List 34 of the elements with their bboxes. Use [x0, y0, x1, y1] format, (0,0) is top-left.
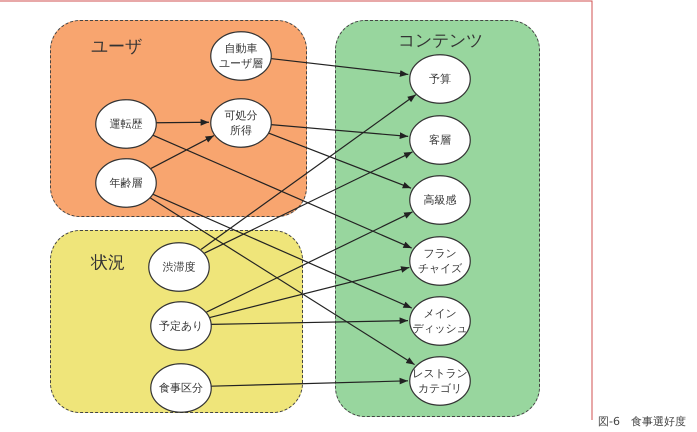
- arrow: [270, 58, 408, 77]
- arrow: [152, 193, 412, 309]
- ellipse-node: 予定あり: [150, 301, 212, 351]
- ellipse-node: メインディッシュ: [409, 296, 471, 346]
- arrow: [150, 135, 214, 169]
- arrow: [210, 317, 408, 325]
- group-title: 状況: [91, 252, 125, 274]
- ellipse-node: 可処分所得: [210, 98, 272, 148]
- group-title: ユーザ: [91, 36, 142, 58]
- ellipse-node: 自動車ユーザ層: [210, 31, 272, 81]
- arrow: [200, 94, 416, 250]
- group-panel: [335, 20, 540, 417]
- ellipse-node: フランチャイズ: [409, 236, 471, 286]
- arrow: [206, 211, 413, 313]
- arrow: [268, 132, 412, 189]
- ellipse-node: 運転歴: [95, 99, 157, 149]
- arrow: [209, 266, 410, 318]
- arrow: [210, 378, 408, 387]
- arrow: [204, 151, 413, 254]
- ellipse-node: レストランカテゴリ: [409, 356, 471, 406]
- caption: 図-6 食事選好度: [598, 414, 686, 429]
- group-title: コンテンツ: [398, 30, 483, 52]
- arrow: [270, 124, 408, 139]
- ellipse-node: 食事区分: [150, 363, 212, 413]
- group-panel: [50, 20, 307, 217]
- ellipse-node: 予算: [409, 54, 471, 104]
- arrow: [156, 118, 209, 126]
- arrow: [149, 196, 415, 366]
- ellipse-node: 渋滞度: [148, 242, 210, 292]
- ellipse-node: 年齢層: [95, 158, 157, 208]
- arrow: [152, 134, 412, 249]
- ellipse-node: 客層: [409, 115, 471, 165]
- group-panel: [50, 230, 303, 413]
- ellipse-node: 高級感: [409, 175, 471, 225]
